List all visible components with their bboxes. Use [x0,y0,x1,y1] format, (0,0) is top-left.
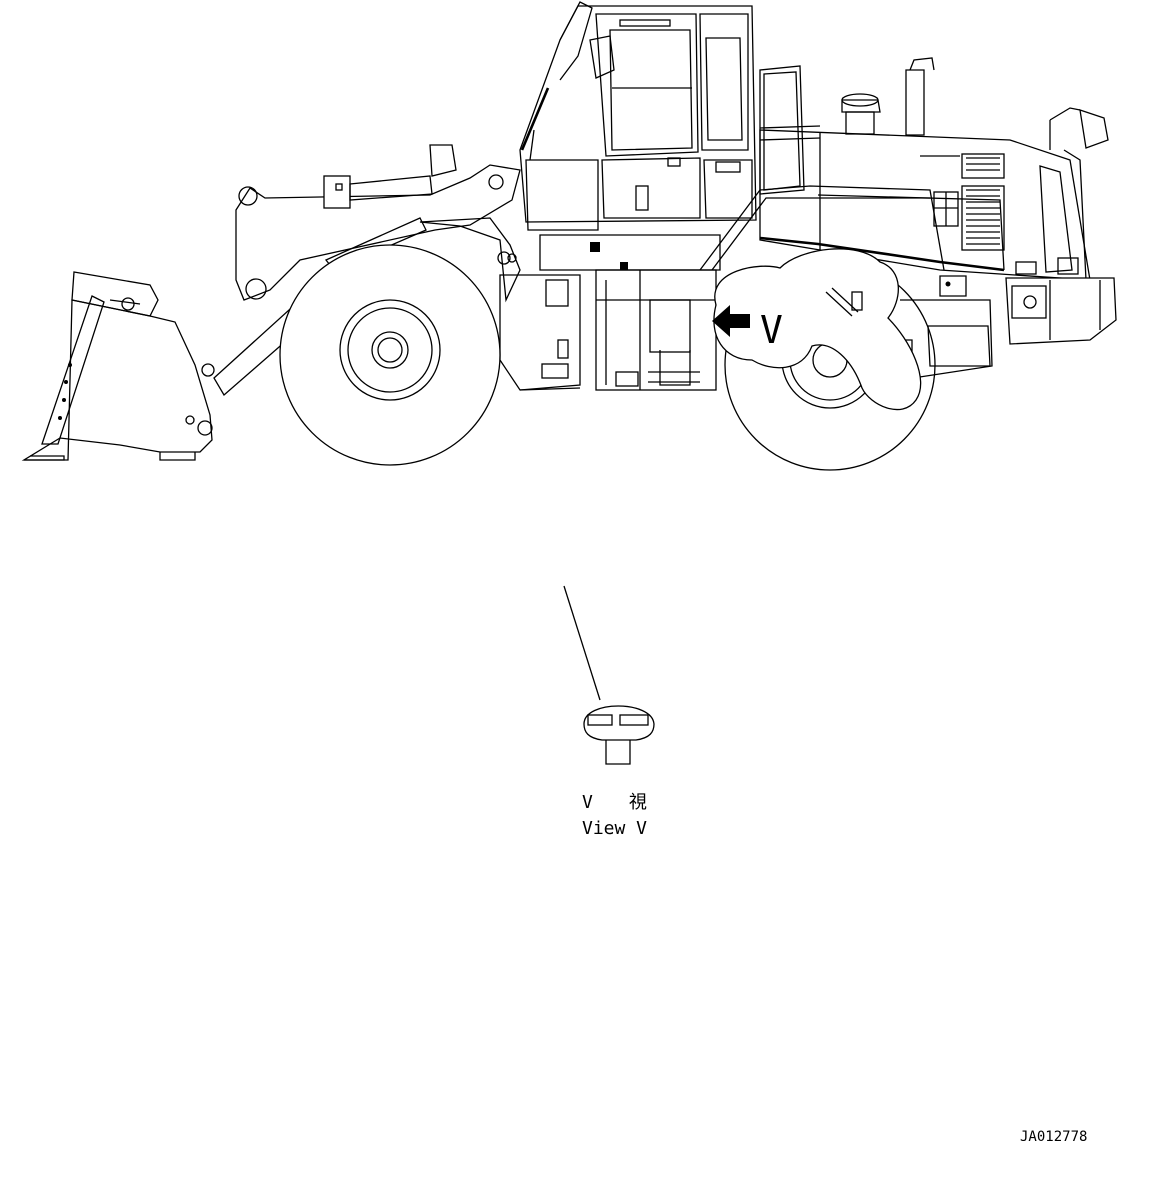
counterweight [1005,277,1117,345]
leader-line [563,585,601,701]
operator-cab [519,1,757,231]
view-label-en: View V [582,818,647,839]
wheel-loader-side-view: V [21,1,1117,471]
bucket [21,271,215,461]
center-frame [539,234,721,391]
exhaust-stack [841,57,1109,150]
rear-fender [895,275,993,381]
handrail [699,65,945,271]
drawing-number: JA012778 [1020,1129,1087,1145]
view-v-detail: V 視 View V [563,585,655,839]
decal-left [587,714,613,726]
view-v-callout: V [712,248,922,411]
view-label-jp: V 視 [582,792,647,813]
decal-right [619,714,649,726]
callout-label: V [760,308,783,352]
front-wheel [279,244,501,466]
engine-hood [759,129,1091,281]
precleaner-stem [605,740,631,765]
callout-arrow-icon [712,305,750,337]
